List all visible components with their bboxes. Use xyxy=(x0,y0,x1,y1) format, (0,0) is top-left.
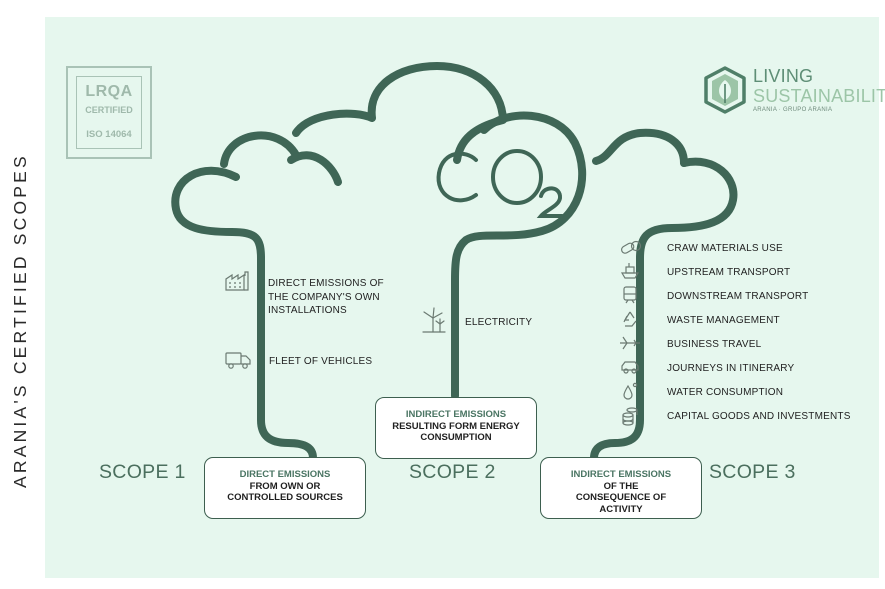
scope-3-item-8-label: CAPITAL GOODS AND INVESTMENTS xyxy=(667,411,851,422)
brand-line-3: ARANIA · GRUPO ARANIA xyxy=(753,107,833,113)
scope-3-box-text: OF THE CONSEQUENCE OF ACTIVITY xyxy=(575,480,667,515)
left-cloud-outline xyxy=(171,166,265,262)
scope-3-label: SCOPE 3 xyxy=(709,461,796,483)
certification-logo: LRQA xyxy=(85,83,133,100)
scope-2-box: INDIRECT EMISSIONS RESULTING FORM ENERGY… xyxy=(375,397,537,459)
scope-2-box-text: RESULTING FORM ENERGY CONSUMPTION xyxy=(392,420,520,444)
wind-turbine-icon xyxy=(422,307,446,333)
scope-3-item-2-label: UPSTREAM TRANSPORT xyxy=(667,267,791,278)
pills-icon xyxy=(620,240,642,254)
scope-3-item-1-label: CRAW MATERIALS USE xyxy=(667,243,783,254)
ship-icon xyxy=(620,263,640,279)
scope-3-item-7-label: WATER CONSUMPTION xyxy=(667,387,784,398)
car-icon xyxy=(621,361,639,374)
scope-3-item-3-label: DOWNSTREAM TRANSPORT xyxy=(667,291,809,302)
co2-bubble xyxy=(451,111,587,284)
diagram-background xyxy=(45,17,879,578)
water-drop-icon xyxy=(623,382,638,400)
scope-3-item-5-label: BUSINESS TRAVEL xyxy=(667,339,762,350)
brand-line-2: SUSTAINABILITY xyxy=(753,86,885,106)
scope-3-trunk xyxy=(590,254,644,462)
scope-1-item-2-label: FLEET OF VEHICLES xyxy=(269,356,373,367)
right-cloud-outline xyxy=(636,157,738,262)
left-cloud-top xyxy=(220,131,300,168)
left-cloud-right xyxy=(287,151,342,186)
factory-icon xyxy=(225,271,249,291)
co2-glyph xyxy=(436,149,564,218)
scope-1-trunk xyxy=(257,254,317,462)
certification-standard: ISO 14064 xyxy=(86,129,132,140)
certification-status: CERTIFIED xyxy=(85,105,133,115)
scope-1-item-1-label: DIRECT EMISSIONS OF THE COMPANY'S OWN IN… xyxy=(268,278,384,316)
scope-2-box-heading: INDIRECT EMISSIONS xyxy=(405,409,507,420)
train-icon xyxy=(623,286,637,304)
right-cloud-top xyxy=(592,128,688,167)
scope-1-box: DIRECT EMISSIONS FROM OWN OR CONTROLLED … xyxy=(204,457,366,519)
brand-logo: LIVING SUSTAINABILITY ARANIA · GRUPO ARA… xyxy=(703,66,885,116)
leaf-hexagon-icon xyxy=(704,66,746,114)
scope-2-item-1-label: ELECTRICITY xyxy=(465,317,533,328)
coins-icon xyxy=(622,407,638,426)
certification-badge-inner: LRQA CERTIFIED ISO 14064 xyxy=(76,76,142,149)
scope-3-item-4-label: WASTE MANAGEMENT xyxy=(667,315,780,326)
recycle-icon xyxy=(623,311,637,327)
scope-3-box-heading: INDIRECT EMISSIONS xyxy=(570,469,672,480)
top-cloud-outline xyxy=(292,62,507,164)
scope-1-box-text: FROM OWN OR CONTROLLED SOURCES xyxy=(227,480,343,504)
airplane-icon xyxy=(620,336,640,350)
brand-line-1: LIVING xyxy=(753,66,814,86)
scope-1-label: SCOPE 1 xyxy=(99,461,186,483)
certification-badge: LRQA CERTIFIED ISO 14064 xyxy=(66,66,152,159)
scope-3-item-6-label: JOURNEYS IN ITINERARY xyxy=(667,363,795,374)
scope-3-box: INDIRECT EMISSIONS OF THE CONSEQUENCE OF… xyxy=(540,457,702,519)
scope-2-label: SCOPE 2 xyxy=(409,461,496,483)
scope-1-box-heading: DIRECT EMISSIONS xyxy=(239,469,331,480)
truck-icon xyxy=(225,352,251,369)
